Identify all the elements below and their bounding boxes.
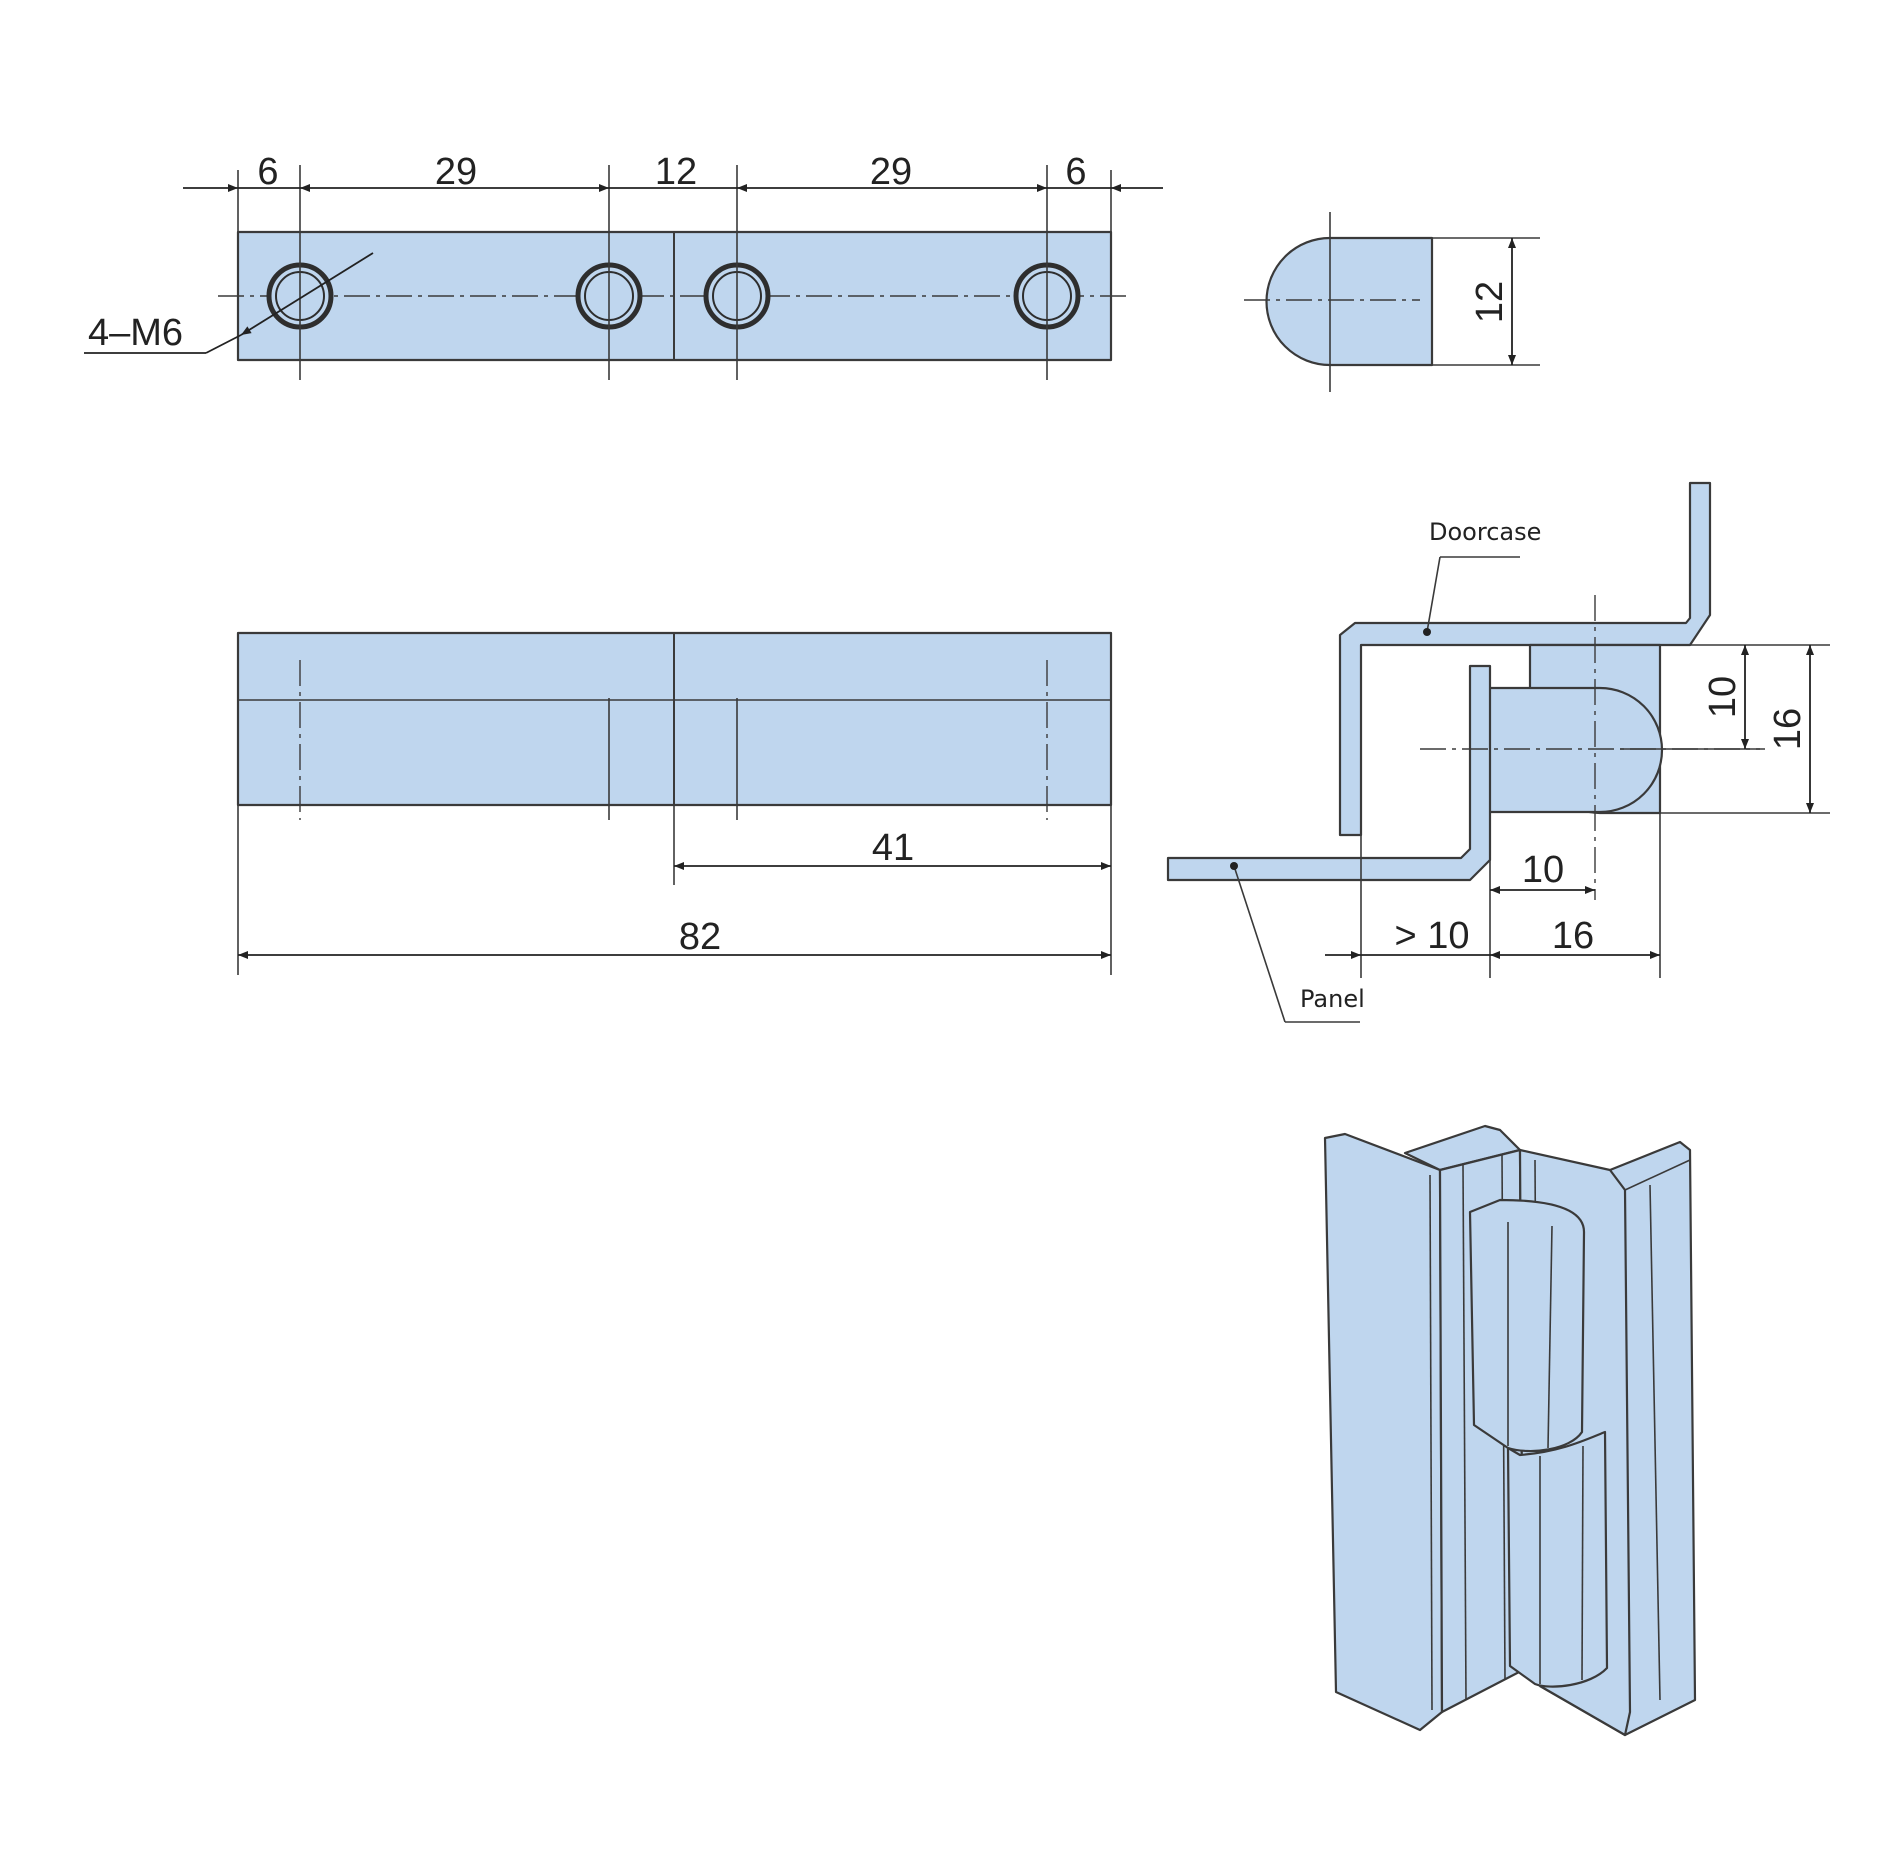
end-view: 12 xyxy=(1244,212,1540,392)
dim-total-length: 82 xyxy=(679,916,721,958)
dim-leaf-width: 16 xyxy=(1552,915,1594,957)
iso-lower-barrel xyxy=(1506,1430,1609,1688)
hinge-barrel xyxy=(1485,686,1664,814)
dim-span-left: 29 xyxy=(435,151,477,193)
dim-pin-depth: 10 xyxy=(1522,849,1564,891)
doorcase-profile xyxy=(1338,481,1712,837)
dim-clearance: > 10 xyxy=(1394,915,1469,957)
dim-pin-height: 16 xyxy=(1767,708,1809,750)
iso-upper-barrel xyxy=(1468,1198,1586,1453)
iso-doorcase-leaf xyxy=(1323,1132,1444,1732)
dim-span-right: 29 xyxy=(870,151,912,193)
front-view: 41 82 xyxy=(236,631,1113,975)
panel-profile xyxy=(1166,664,1492,882)
dim-end-left: 6 xyxy=(257,151,278,193)
dim-pin-offset: 10 xyxy=(1702,676,1744,718)
dim-middle: 12 xyxy=(655,151,697,193)
top-view: 6 29 12 29 6 4–M6 xyxy=(84,151,1163,380)
doorcase-label: Doorcase xyxy=(1429,518,1541,546)
hole-spec-label: 4–M6 xyxy=(88,312,183,354)
dim-end-right: 6 xyxy=(1065,151,1086,193)
dim-half-length: 41 xyxy=(872,827,914,869)
isometric-view xyxy=(1323,1124,1697,1737)
dim-end-height: 12 xyxy=(1469,281,1511,323)
end-view-profile xyxy=(1265,236,1434,367)
panel-label: Panel xyxy=(1300,985,1365,1013)
section-view: Doorcase Panel 10 16 10 > 10 16 xyxy=(1166,481,1830,1023)
